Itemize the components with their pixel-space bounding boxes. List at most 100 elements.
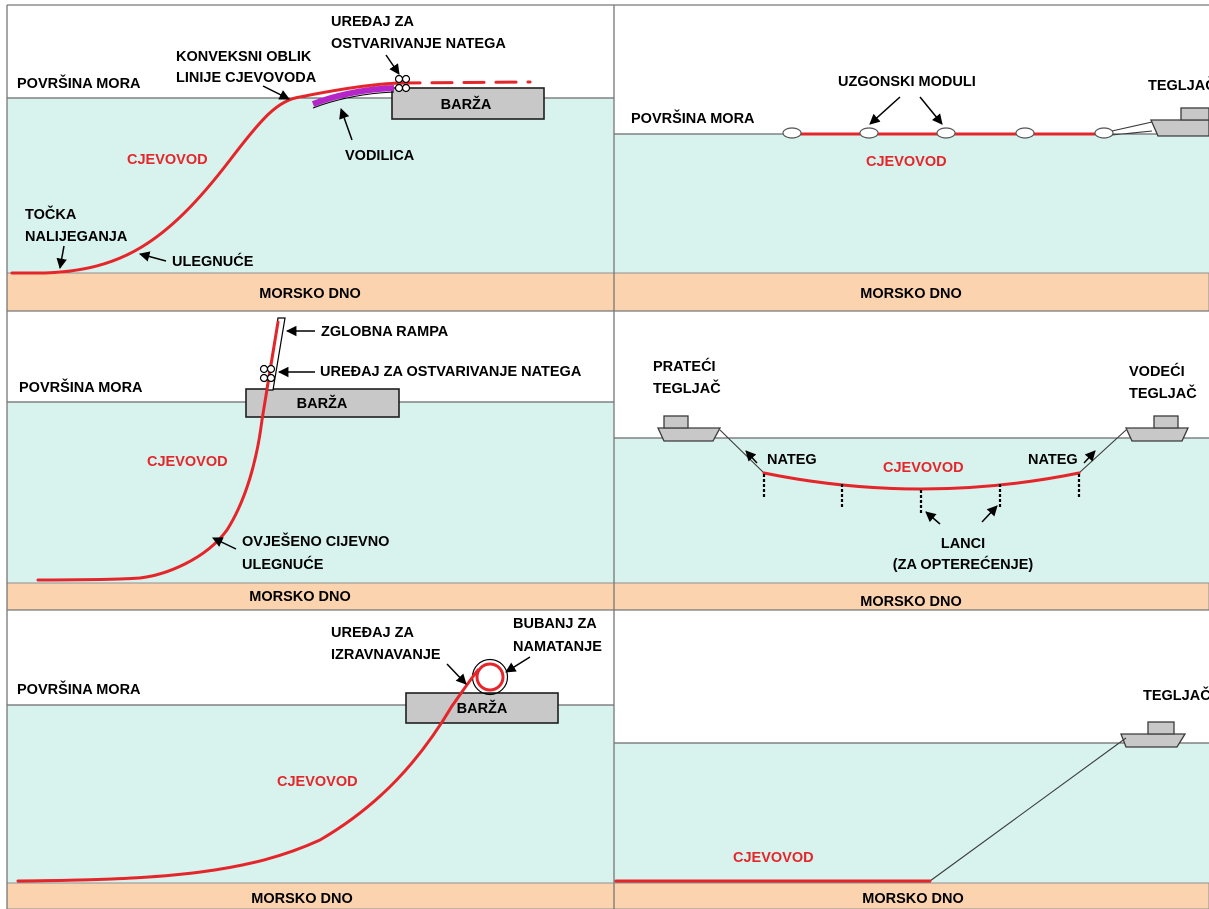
seabed-label: MORSKO DNO bbox=[862, 891, 964, 907]
stinger-label: VODILICA bbox=[345, 148, 415, 164]
panel-surface-tow: UZGONSKI MODULI TEGLJAČ POVRŠINA MORA CJ… bbox=[613, 74, 1209, 312]
seabed-label: MORSKO DNO bbox=[249, 589, 351, 605]
tow-cable bbox=[929, 737, 1127, 882]
sea-water bbox=[614, 438, 1209, 583]
sea-surface-label: POVRŠINA MORA bbox=[631, 109, 755, 127]
trailing-tow-cable bbox=[719, 429, 765, 474]
chains-label-line1: LANCI bbox=[941, 536, 985, 552]
buoyancy-modules-label: UZGONSKI MODULI bbox=[838, 74, 976, 90]
stinger-pointer bbox=[339, 108, 353, 141]
tension-device-rollers bbox=[259, 364, 276, 383]
load-chains bbox=[762, 474, 1081, 514]
sea-surface-label: POVRŠINA MORA bbox=[17, 680, 141, 698]
pipeline-on-deck bbox=[398, 80, 532, 85]
barge-label: BARŽA bbox=[441, 95, 492, 113]
leading-tug-label-line1: VODEĆI bbox=[1129, 362, 1185, 380]
tug-label: TEGLJAČ bbox=[1143, 686, 1209, 704]
chain-pointer-right bbox=[981, 505, 998, 523]
module-pointer-left bbox=[869, 96, 901, 125]
chain-pointer-left bbox=[925, 511, 941, 525]
tension-left-arrow bbox=[745, 450, 758, 464]
sea-water bbox=[7, 402, 614, 583]
seabed-band bbox=[613, 582, 1209, 611]
reel-drum-label-line2: NAMATANJE bbox=[513, 639, 602, 655]
articulated-ramp-label: ZGLOBNA RAMPA bbox=[321, 324, 449, 340]
sea-surface-label: POVRŠINA MORA bbox=[19, 378, 143, 396]
panel-j-lay: ZGLOBNA RAMPA UREĐAJ ZA OSTVARIVANJE NAT… bbox=[6, 317, 615, 611]
tug-cabin bbox=[1180, 107, 1209, 121]
panel-s-lay: POVRŠINA MORA KONVEKSNI OBLIK LINIJE CJE… bbox=[6, 14, 615, 312]
tension-device-label: UREĐAJ ZA OSTVARIVANJE NATEGA bbox=[320, 364, 582, 380]
tug-cabin bbox=[1147, 721, 1175, 735]
tow-cable bbox=[1111, 121, 1153, 136]
tension-device-rollers bbox=[394, 74, 411, 93]
tension-left-label: NATEG bbox=[767, 452, 817, 468]
convex-shape-label-line1: KONVEKSNI OBLIK bbox=[176, 49, 312, 65]
pipeline bbox=[16, 668, 480, 883]
trailing-tug-cabin bbox=[663, 415, 689, 429]
tug-label: TEGLJAČ bbox=[1148, 76, 1209, 94]
pipeline-label: CJEVOVOD bbox=[127, 152, 208, 168]
barge-label: BARŽA bbox=[457, 699, 508, 717]
touchdown-point-label-line1: TOČKA bbox=[25, 205, 77, 223]
straightener-label-line1: UREĐAJ ZA bbox=[331, 625, 415, 641]
reel-drum-label-line1: BUBANJ ZA bbox=[513, 616, 597, 632]
pipeline-label: CJEVOVOD bbox=[147, 454, 228, 470]
touchdown-pointer bbox=[56, 245, 67, 270]
stinger bbox=[311, 85, 395, 107]
reel-drum-pointer bbox=[505, 656, 531, 673]
tension-right-label: NATEG bbox=[1028, 452, 1078, 468]
sagbend-pointer bbox=[212, 537, 237, 550]
trailing-tug-label-line1: PRATEĆI bbox=[653, 357, 716, 375]
sea-water bbox=[614, 134, 1209, 273]
panel-controlled-depth-tow: PRATEĆI TEGLJAČ VODEĆI TEGLJAČ NATEG NAT… bbox=[613, 357, 1209, 611]
sagbend-pointer bbox=[138, 251, 167, 262]
pipeline bbox=[36, 320, 280, 582]
trailing-tug-label-line2: TEGLJAČ bbox=[653, 379, 721, 397]
leading-tow-cable bbox=[1078, 429, 1127, 474]
reel-drum-inner bbox=[475, 662, 505, 692]
pipeline-label: CJEVOVOD bbox=[277, 774, 358, 790]
tug-hull bbox=[1120, 733, 1187, 748]
barge bbox=[391, 87, 545, 120]
seabed-label: MORSKO DNO bbox=[860, 286, 962, 302]
pipeline bbox=[10, 81, 402, 275]
pipeline-label: CJEVOVOD bbox=[883, 460, 964, 476]
panel-grid-frame bbox=[6, 4, 1209, 909]
seabed-label: MORSKO DNO bbox=[860, 594, 962, 610]
convex-shape-label-line2: LINIJE CJEVOVODA bbox=[176, 70, 317, 86]
stinger-edge bbox=[312, 91, 395, 109]
panel-reel-lay: UREĐAJ ZA IZRAVNAVANJE BUBANJ ZA NAMATAN… bbox=[6, 616, 615, 909]
sagbend-label-line2: ULEGNUĆE bbox=[242, 555, 324, 573]
sagbend-label-line1: OVJEŠENO CIJEVNO bbox=[242, 532, 389, 550]
tension-device-label-line1: UREĐAJ ZA bbox=[331, 14, 415, 30]
leading-tug-cabin bbox=[1153, 415, 1179, 429]
straightener-pointer bbox=[446, 663, 467, 685]
module-pointer-right bbox=[919, 96, 943, 125]
buoyancy-modules bbox=[782, 127, 1114, 139]
barge bbox=[405, 692, 559, 724]
sea-water bbox=[7, 705, 614, 883]
pipeline-label: CJEVOVOD bbox=[866, 154, 947, 170]
chains-label-line2: (ZA OPTEREĆENJE) bbox=[893, 555, 1034, 573]
barge-label: BARŽA bbox=[297, 394, 348, 412]
straightener-label-line2: IZRAVNAVANJE bbox=[331, 647, 441, 663]
seabed-label: MORSKO DNO bbox=[251, 891, 353, 907]
tug-hull bbox=[1150, 119, 1209, 137]
sea-water bbox=[7, 98, 614, 273]
trailing-tug-hull bbox=[656, 427, 722, 442]
sea-water bbox=[614, 743, 1209, 883]
pipeline bbox=[762, 471, 1081, 491]
barge bbox=[245, 388, 400, 418]
pipeline-label: CJEVOVOD bbox=[733, 850, 814, 866]
tension-device-label-line2: OSTVARIVANJE NATEGA bbox=[331, 36, 506, 52]
panel-bottom-tow: TEGLJAČ CJEVOVOD MORSKO DNO bbox=[613, 686, 1209, 909]
touchdown-point-label-line2: NALIJEGANJA bbox=[25, 229, 128, 245]
leading-tug-hull bbox=[1124, 427, 1190, 442]
sagbend-label: ULEGNUĆE bbox=[172, 252, 254, 270]
convex-shape-pointer bbox=[262, 85, 290, 100]
tension-device-pointer bbox=[385, 54, 400, 75]
seabed-label: MORSKO DNO bbox=[259, 286, 361, 302]
tension-right-arrow bbox=[1083, 450, 1096, 464]
